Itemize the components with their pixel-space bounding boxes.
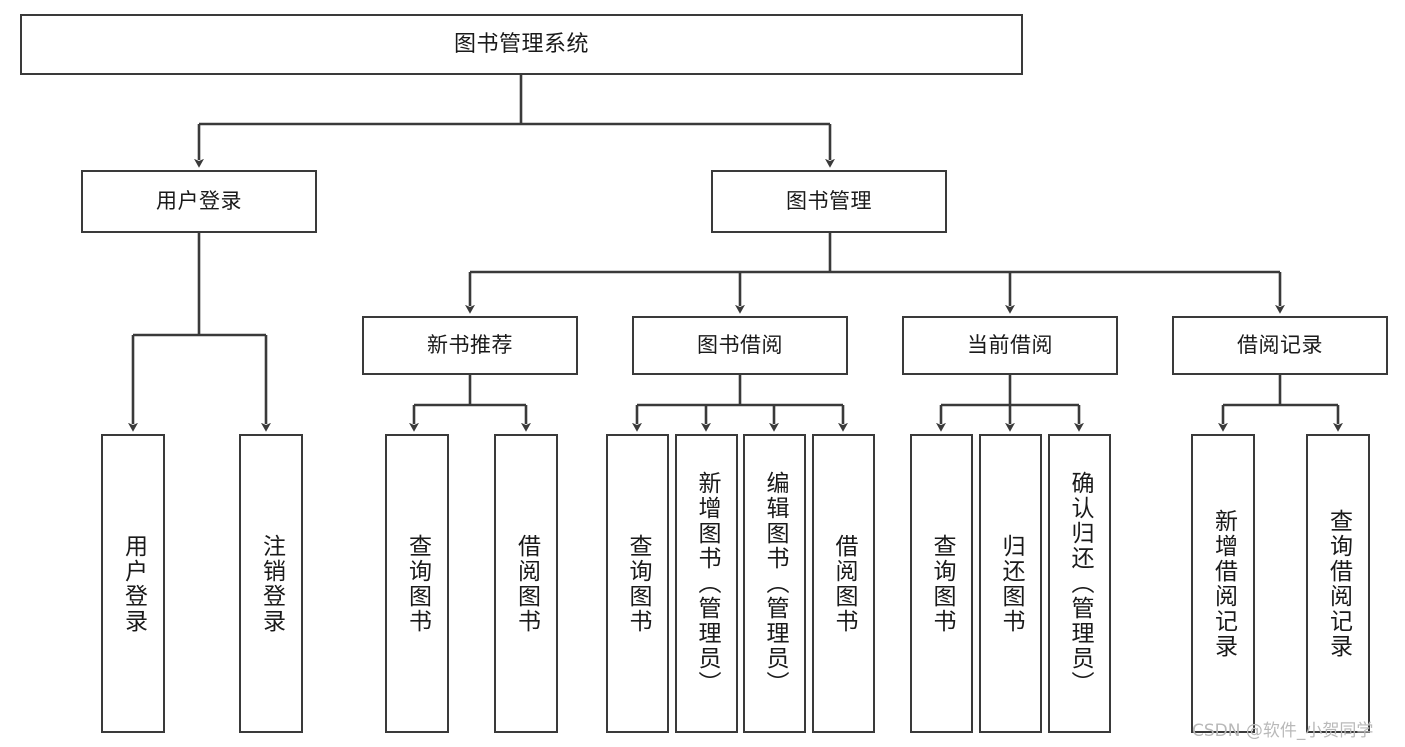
leaf-logout[interactable]: 注销登录 [239,434,303,733]
node-label: 借阅记录 [1237,333,1323,358]
leaf-add-borrow-record[interactable]: 新增借阅记录 [1191,434,1255,733]
node-label: 归还图书 [998,533,1024,634]
node-label: 当前借阅 [967,333,1053,358]
node-new-book-recommend[interactable]: 新书推荐 [362,316,578,375]
node-label: 用户登录 [156,189,242,214]
node-label: 借阅图书 [831,533,857,634]
leaf-edit-book-admin[interactable]: 编辑图书（管理员） [743,434,806,733]
node-book-borrow[interactable]: 图书借阅 [632,316,848,375]
node-root-book-management-system[interactable]: 图书管理系统 [20,14,1023,75]
node-label: 新增图书（管理员） [694,471,720,696]
leaf-borrow-book-newbook[interactable]: 借阅图书 [494,434,558,733]
leaf-query-borrow-record[interactable]: 查询借阅记录 [1306,434,1370,733]
node-label: 用户登录 [120,533,147,634]
node-label: 查询图书 [625,533,651,634]
node-label: 确认归还（管理员） [1067,471,1093,696]
node-label: 新增借阅记录 [1210,508,1237,659]
node-label: 查询借阅记录 [1325,508,1352,659]
node-label: 查询图书 [404,533,431,634]
node-label: 注销登录 [258,533,285,634]
node-user-login[interactable]: 用户登录 [81,170,317,233]
node-label: 图书借阅 [697,333,783,358]
node-label: 图书管理系统 [453,31,589,57]
node-label: 编辑图书（管理员） [762,471,788,696]
node-label: 借阅图书 [513,533,540,634]
leaf-query-book-borrow[interactable]: 查询图书 [606,434,669,733]
leaf-return-book[interactable]: 归还图书 [979,434,1042,733]
leaf-confirm-return-admin[interactable]: 确认归还（管理员） [1048,434,1111,733]
leaf-query-book-current[interactable]: 查询图书 [910,434,973,733]
leaf-user-login[interactable]: 用户登录 [101,434,165,733]
leaf-add-book-admin[interactable]: 新增图书（管理员） [675,434,738,733]
node-borrow-record[interactable]: 借阅记录 [1172,316,1388,375]
leaf-query-book-newbook[interactable]: 查询图书 [385,434,449,733]
node-label: 新书推荐 [427,333,513,358]
leaf-borrow-book[interactable]: 借阅图书 [812,434,875,733]
node-label: 图书管理 [786,189,872,214]
watermark: CSDN @软件_小贺同学 [1192,721,1374,741]
node-current-borrow[interactable]: 当前借阅 [902,316,1118,375]
node-label: 查询图书 [929,533,955,634]
node-book-management[interactable]: 图书管理 [711,170,947,233]
